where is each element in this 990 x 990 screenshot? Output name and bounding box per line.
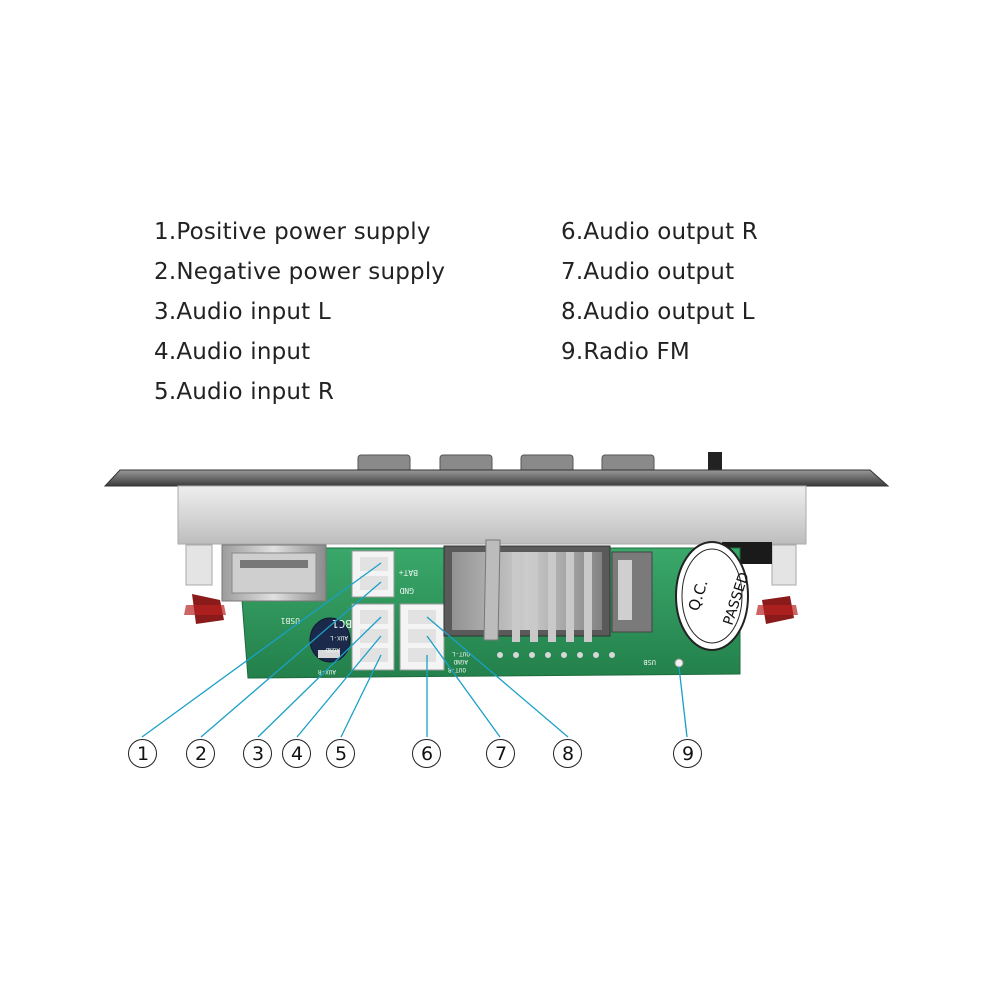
legend-item-2: 2.Negative power supply	[154, 259, 446, 285]
callout-9: 9	[671, 737, 705, 771]
silk-agnd2: AGND	[453, 658, 468, 665]
callout-2: 2	[184, 737, 218, 771]
silk-gnd: GND	[399, 586, 414, 595]
connector-audio-in	[351, 603, 395, 671]
silk-bat: BAT+	[399, 568, 418, 577]
connector-power	[351, 550, 395, 598]
callout-8: 8	[551, 737, 585, 771]
usb-port	[221, 544, 327, 602]
legend-item-7: 7.Audio output	[561, 259, 735, 285]
qc-sticker	[675, 541, 749, 651]
silk-usb1: USB1	[281, 616, 300, 625]
callout-1: 1	[126, 737, 160, 771]
callout-4: 4	[280, 737, 314, 771]
legend-item-1: 1.Positive power supply	[154, 219, 431, 245]
callout-5: 5	[324, 737, 358, 771]
faceplate	[103, 469, 890, 487]
connector-audio-out	[399, 603, 445, 671]
leader-lines	[141, 562, 688, 738]
screws	[184, 542, 798, 624]
callout-3: 3	[241, 737, 275, 771]
legend-item-8: 8.Audio output L	[561, 299, 755, 325]
silk-out-r: OUT-R	[448, 666, 466, 673]
legend-item-6: 6.Audio output R	[561, 219, 758, 245]
silk-aux-l: AUX-L	[330, 634, 348, 641]
legend-item-4: 4.Audio input	[154, 339, 311, 365]
silk-bc1: BC1	[332, 617, 352, 630]
callout-6: 6	[410, 737, 444, 771]
legend-item-5: 5.Audio input R	[154, 379, 335, 405]
silk-out-l: OUT-L	[452, 650, 470, 657]
silk-usb: USB	[643, 658, 656, 666]
silk-agnd1: AGND	[325, 646, 340, 653]
silk-aux-r: AUX-R	[318, 668, 336, 675]
callout-7: 7	[484, 737, 518, 771]
legend-item-3: 3.Audio input L	[154, 299, 331, 325]
legend-item-9: 9.Radio FM	[561, 339, 690, 365]
solder-points	[497, 652, 684, 668]
mounting-bracket	[177, 485, 807, 545]
card-slot-shield	[443, 539, 653, 642]
